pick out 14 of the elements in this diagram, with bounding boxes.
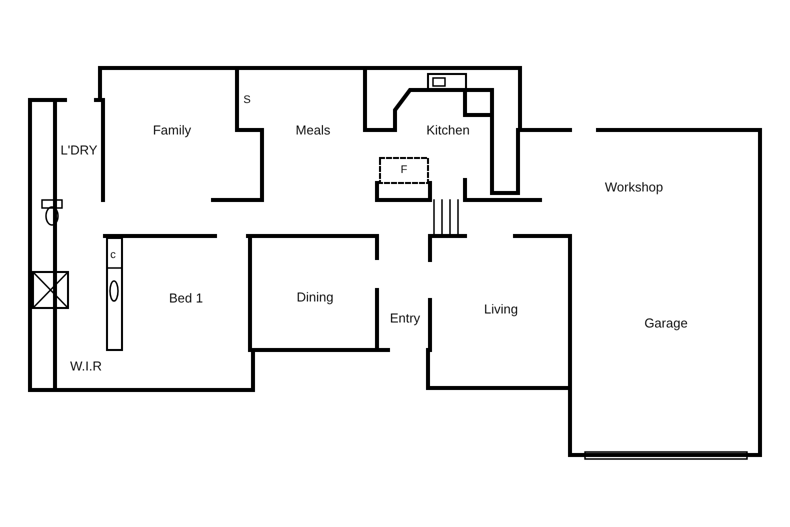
room-label: Entry xyxy=(390,310,420,326)
room-label: Living xyxy=(484,302,518,316)
room-label: Meals xyxy=(296,122,330,138)
room-label: Bed 1 xyxy=(169,290,203,306)
room-label: Workshop xyxy=(604,180,664,194)
fixture-label: c xyxy=(110,249,116,261)
room-label: Family xyxy=(152,122,192,138)
room-label: Kitchen xyxy=(426,122,470,138)
fixture-label: F xyxy=(400,164,408,176)
room-label: L'DRY xyxy=(60,142,98,158)
room-label: Dining xyxy=(296,290,334,304)
room-label: W.I.R xyxy=(70,358,102,374)
room-label: Garage xyxy=(644,316,688,330)
fixture-label: S xyxy=(243,94,251,106)
